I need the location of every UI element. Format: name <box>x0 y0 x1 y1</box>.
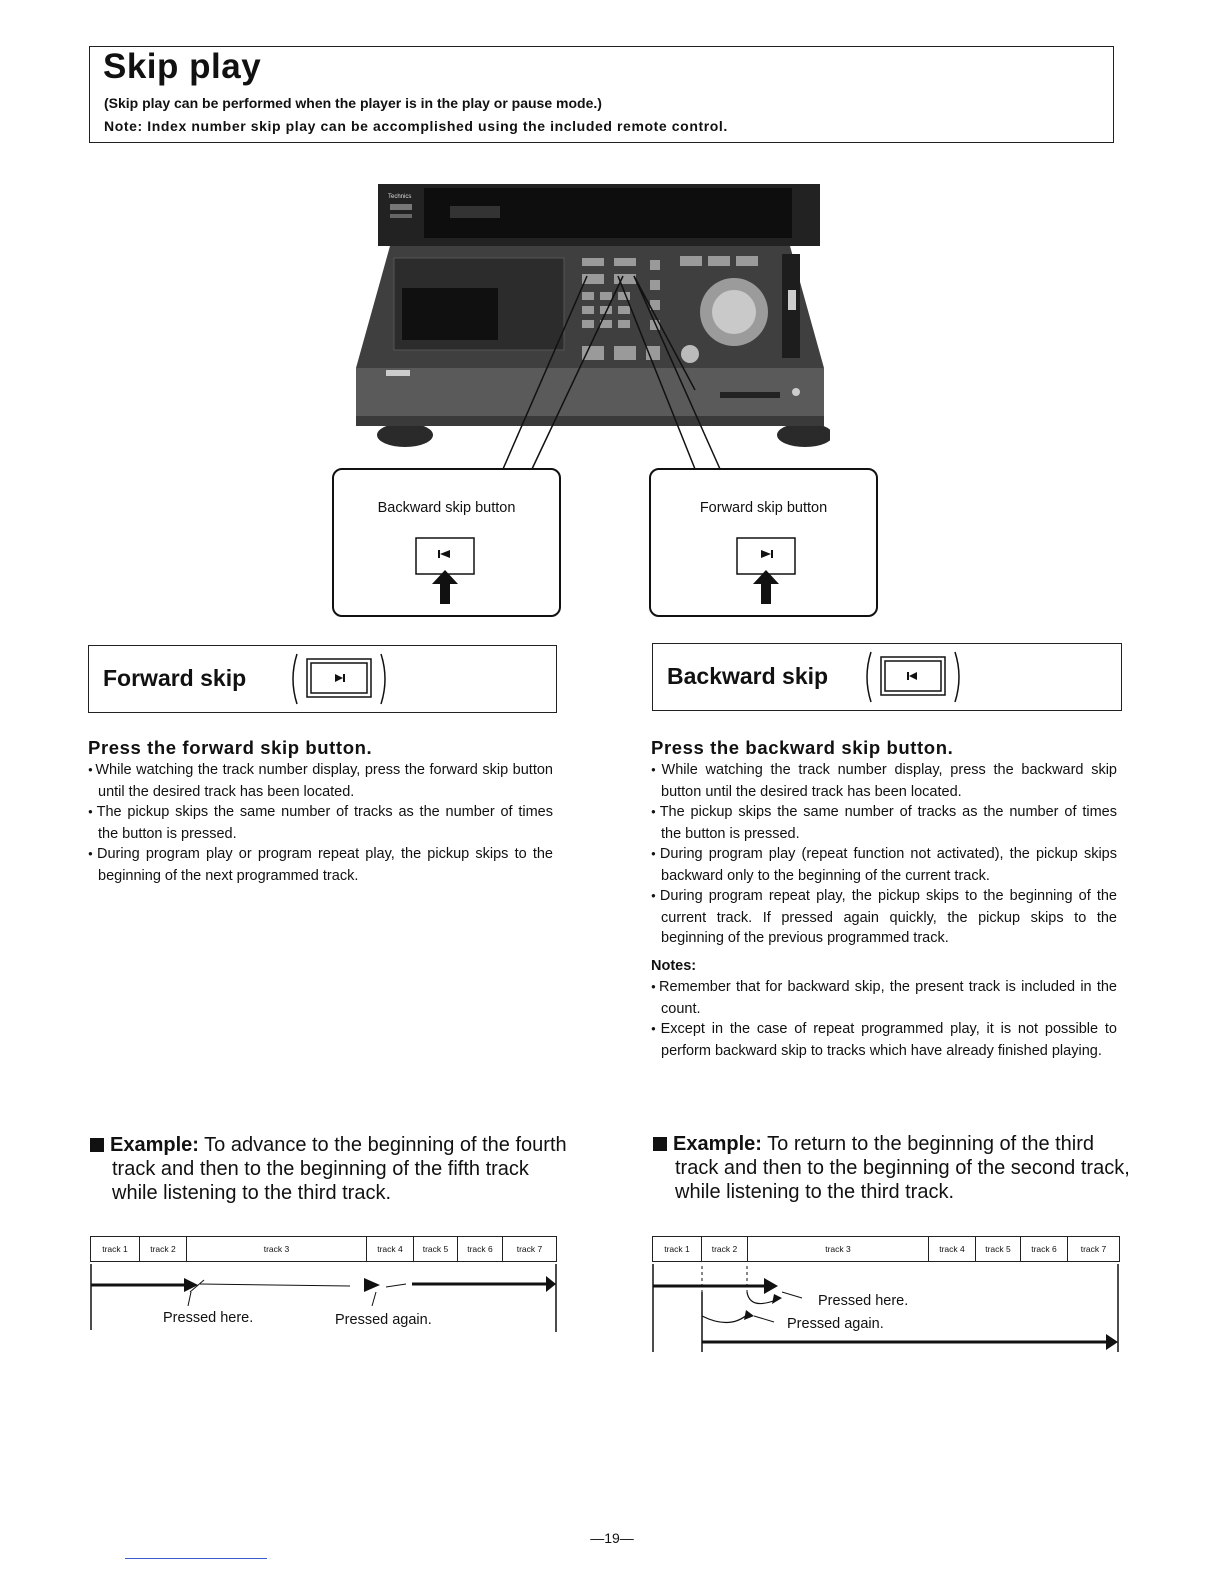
track-cell: track 4 <box>929 1237 976 1261</box>
forward-pressed-again: Pressed again. <box>335 1312 432 1328</box>
forward-callout-label: Forward skip button <box>699 500 828 516</box>
backward-skip-symbol <box>866 651 960 703</box>
backward-skip-icon <box>438 550 450 558</box>
forward-example: Example: To advance to the beginning of … <box>90 1133 574 1205</box>
track-cell: track 5 <box>414 1237 458 1261</box>
track-cell: track 2 <box>702 1237 748 1261</box>
page-number: —19— <box>590 1530 634 1546</box>
backward-heading: Press the backward skip button. <box>651 737 954 758</box>
forward-bullet: During program play or program repeat pl… <box>88 844 553 886</box>
backward-bullet: While watching the track number display,… <box>651 760 1117 802</box>
backward-bullet: During program play (repeat function not… <box>651 844 1117 886</box>
forward-example-text: To advance to the beginning of the fourt… <box>112 1134 567 1204</box>
forward-bullets: While watching the track number display,… <box>88 760 553 886</box>
backward-example: Example: To return to the beginning of t… <box>653 1132 1139 1204</box>
backward-example-label: Example: <box>673 1133 762 1155</box>
track-cell: track 2 <box>140 1237 187 1261</box>
backward-track-bar: track 1 track 2 track 3 track 4 track 5 … <box>652 1236 1120 1262</box>
track-cell: track 7 <box>516 1244 543 1254</box>
track-cell: track 4 <box>367 1237 414 1261</box>
brand-logo: Technics <box>388 194 411 200</box>
page-subtitle: (Skip play can be performed when the pla… <box>104 95 602 111</box>
forward-bullet: While watching the track number display,… <box>88 760 553 802</box>
backward-bullet: During program repeat play, the pickup s… <box>651 886 1117 948</box>
backward-notes: Remember that for backward skip, the pre… <box>651 977 1117 1061</box>
track-cell: track 5 <box>976 1237 1021 1261</box>
forward-example-label: Example: <box>110 1134 199 1156</box>
notes-heading: Notes: <box>651 958 697 974</box>
track-cell: track 6 <box>1021 1237 1068 1261</box>
backward-skip-header: Backward skip <box>652 643 1122 711</box>
backward-bullet: The pickup skips the same number of trac… <box>651 802 1117 844</box>
forward-skip-symbol <box>292 653 386 705</box>
forward-skip-icon <box>761 550 773 558</box>
track-cell: track 3 <box>748 1237 929 1261</box>
forward-callout: Forward skip button <box>649 468 878 617</box>
note-item: Except in the case of repeat programmed … <box>651 1019 1117 1061</box>
note-item: Remember that for backward skip, the pre… <box>651 977 1117 1019</box>
track-cell: track 1 <box>653 1237 702 1261</box>
backward-pressed-here: Pressed here. <box>818 1293 909 1309</box>
forward-pressed-here: Pressed here. <box>163 1310 254 1326</box>
track-cell: track 6 <box>458 1237 503 1261</box>
forward-bullet: The pickup skips the same number of trac… <box>88 802 553 844</box>
backward-skip-diagram <box>652 1264 1119 1352</box>
backward-pressed-again: Pressed again. <box>787 1316 884 1332</box>
backward-example-text: To return to the beginning of the third … <box>675 1133 1130 1203</box>
backward-skip-icon <box>907 672 917 680</box>
square-bullet-icon <box>653 1137 667 1151</box>
forward-track-bar: track 1 track 2 track 3 track 4 track 5 … <box>90 1236 557 1262</box>
backward-callout-label: Backward skip button <box>377 500 516 516</box>
backward-skip-button-illustration <box>415 537 475 604</box>
forward-skip-title: Forward skip <box>103 665 247 691</box>
forward-skip-header: Forward skip <box>88 645 557 713</box>
backward-callout: Backward skip button <box>332 468 561 617</box>
backward-bullets: While watching the track number display,… <box>651 760 1117 948</box>
track-cell: track 7 <box>1080 1244 1107 1254</box>
page-note: Note: Index number skip play can be acco… <box>104 118 728 134</box>
forward-skip-diagram <box>90 1264 557 1332</box>
cd-player-image: Technics <box>356 184 830 470</box>
forward-heading: Press the forward skip button. <box>88 737 373 758</box>
footer-rule <box>125 1558 267 1559</box>
backward-skip-title: Backward skip <box>667 663 829 689</box>
page-title: Skip play <box>103 47 262 86</box>
forward-skip-button-illustration <box>736 537 796 604</box>
square-bullet-icon <box>90 1138 104 1152</box>
forward-skip-icon <box>335 674 345 682</box>
track-cell: track 3 <box>187 1237 367 1261</box>
track-cell: track 1 <box>91 1237 140 1261</box>
header-box <box>89 46 1114 143</box>
